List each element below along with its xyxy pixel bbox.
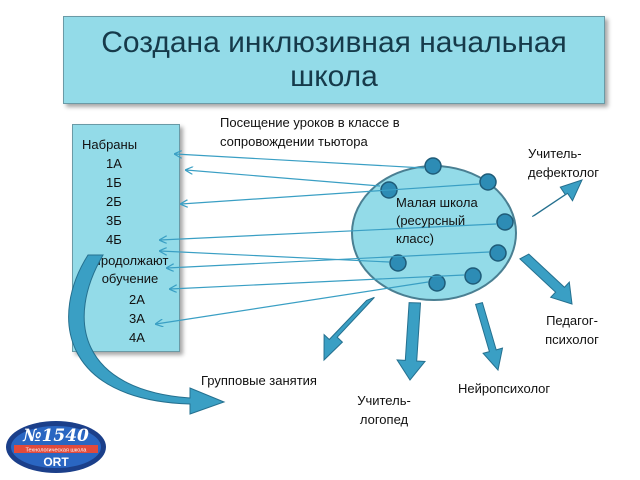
student-dot <box>389 254 407 272</box>
page-title: Создана инклюзивная начальная школа <box>101 26 567 93</box>
class-item: 3А <box>129 311 145 326</box>
student-dot <box>489 244 507 262</box>
class-item: 2А <box>129 292 145 307</box>
tutor-note: Посещение уроков в классе в сопровождени… <box>220 115 400 149</box>
student-dot <box>464 267 482 285</box>
small-school-label: Малая школа (ресурсный класс) <box>396 195 478 246</box>
link-line <box>156 281 429 324</box>
arrow-to-neuropsychologist <box>474 301 504 372</box>
class-item: 4Б <box>106 232 122 247</box>
logo-number: №1540 <box>22 426 89 446</box>
class-item: 4А <box>129 330 145 345</box>
specialist-arrows <box>323 179 583 381</box>
arrow-to-defectologist <box>531 179 583 217</box>
link-line <box>160 223 497 240</box>
group-classes-label: Групповые занятия <box>201 373 317 388</box>
title-banner: Создана инклюзивная начальная школа <box>63 16 605 104</box>
link-line <box>167 251 490 268</box>
student-dot <box>424 157 442 175</box>
speech-therapist-label: Учитель-логопед <box>357 393 411 427</box>
logo-caption: Технологическая школа <box>26 448 88 454</box>
class-item: 1Б <box>106 175 122 190</box>
link-line <box>181 183 480 204</box>
student-dot <box>479 173 497 191</box>
defectologist-label: Учитель-дефектолог <box>528 146 600 180</box>
tutor-lines <box>156 154 497 324</box>
curved-arrow-to-group-classes <box>68 254 226 415</box>
psychologist-label: Педагог-психолог <box>545 313 599 347</box>
neuropsychologist-label: Нейропсихолог <box>458 381 551 396</box>
class-item: 2Б <box>106 194 122 209</box>
class-item: 3Б <box>106 213 122 228</box>
student-dots <box>380 157 514 292</box>
arrow-to-group-classes <box>323 296 375 362</box>
link-line <box>160 251 390 263</box>
arrow-to-psychologist <box>519 253 573 305</box>
link-line <box>175 154 425 169</box>
student-dot <box>428 274 446 292</box>
school-logo: №1540 Технологическая школа ORT <box>6 421 106 473</box>
class-item: 1А <box>106 156 122 171</box>
student-dot <box>496 213 514 231</box>
link-line <box>170 274 465 289</box>
enrolled-label: Набраны <box>82 137 138 152</box>
arrow-to-speech-therapist <box>396 302 427 381</box>
link-line <box>186 170 381 187</box>
logo-brand: ORT <box>43 455 69 469</box>
continuing-label: Продолжают обучение <box>91 253 169 286</box>
